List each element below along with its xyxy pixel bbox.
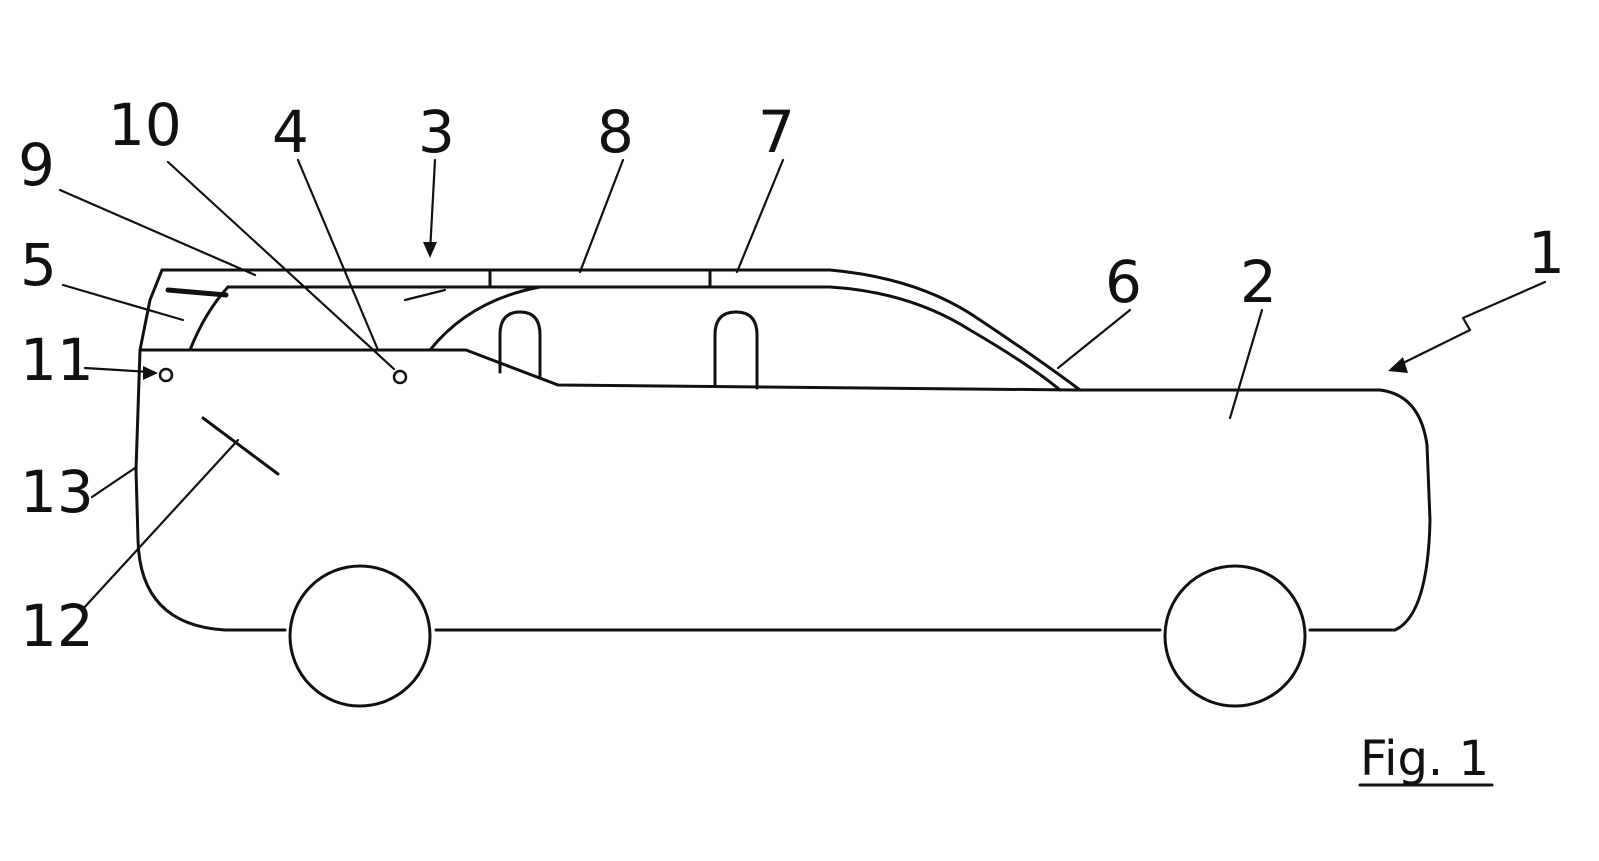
arrow-head-3 <box>423 242 437 258</box>
label-8: 8 <box>597 98 634 166</box>
element-12-line <box>201 416 280 476</box>
pivot-point-10 <box>392 369 408 385</box>
leader-line-7 <box>735 158 785 274</box>
label-9: 9 <box>18 131 55 199</box>
front-seat-backrest <box>498 310 542 380</box>
label-11: 11 <box>20 326 94 394</box>
label-4: 4 <box>272 98 309 166</box>
windscreen-arch <box>428 285 542 352</box>
figure-caption: Fig. 1 <box>1360 731 1489 787</box>
roof-inner-line <box>226 285 1062 392</box>
arrow-head-11 <box>143 366 158 380</box>
leader-line-6 <box>1056 308 1132 370</box>
front-wheel <box>288 564 432 708</box>
roof-front-edge <box>138 268 164 352</box>
leader-line-9 <box>58 188 257 277</box>
rear-seat-backrest <box>713 310 759 390</box>
label-1: 1 <box>1528 219 1565 287</box>
leader-line-13 <box>90 466 137 499</box>
leader-line-4 <box>296 158 380 352</box>
front-element-dark-stroke <box>165 287 229 298</box>
roof-outer-line <box>160 268 1082 392</box>
label-5: 5 <box>20 231 57 299</box>
leader-line-1 <box>1395 280 1547 368</box>
leader-line-5 <box>61 283 185 322</box>
rear-wheel <box>1163 564 1307 708</box>
vehicle-body-outline <box>134 348 1432 632</box>
label-2: 2 <box>1240 248 1277 316</box>
leader-line-12 <box>80 438 240 612</box>
label-12: 12 <box>20 592 94 660</box>
leader-line-10 <box>166 160 396 371</box>
label-7: 7 <box>758 98 795 166</box>
arrow-head-1 <box>1388 357 1408 373</box>
label-3: 3 <box>418 98 455 166</box>
leader-line-3 <box>428 158 437 254</box>
front-arch-element <box>188 285 230 352</box>
label-13: 13 <box>20 458 94 526</box>
label-6: 6 <box>1105 248 1142 316</box>
label-10: 10 <box>108 91 182 159</box>
leader-line-4b <box>403 288 447 302</box>
leader-line-2 <box>1228 308 1264 420</box>
leader-line-8 <box>578 158 625 274</box>
pivot-point-11 <box>158 367 174 383</box>
leader-line-11 <box>83 366 152 374</box>
